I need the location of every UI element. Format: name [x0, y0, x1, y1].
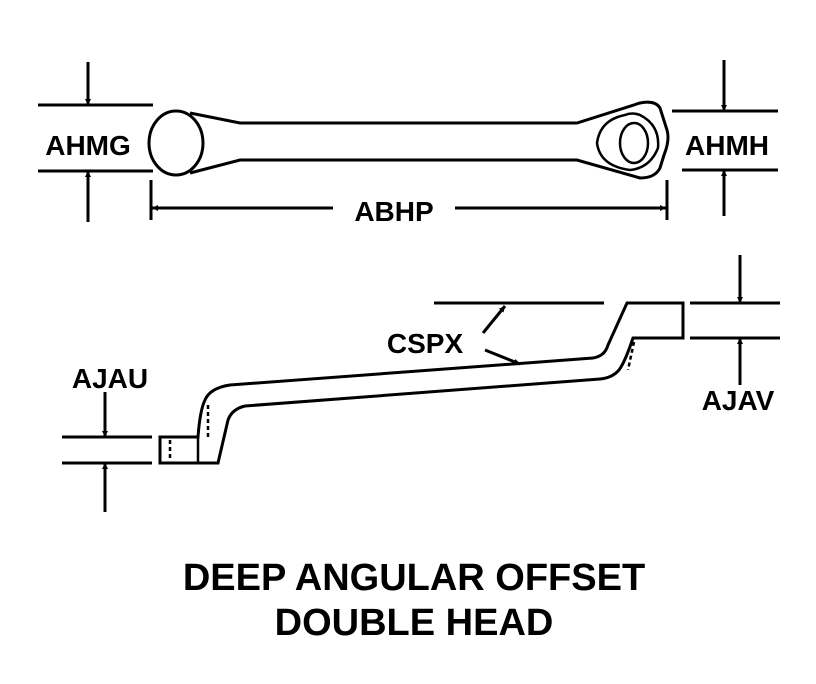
- left-box-end: [147, 109, 205, 177]
- ahmh-label: AHMH: [685, 130, 769, 161]
- wrench-top-view: [147, 100, 670, 180]
- right-box-inner: [595, 112, 660, 172]
- ajau-label: AJAU: [72, 363, 148, 394]
- ajav-dimension: AJAV: [690, 255, 780, 416]
- wrench-side-view: [158, 301, 685, 465]
- cspx-label: CSPX: [387, 328, 464, 359]
- title-line-2: DOUBLE HEAD: [275, 602, 554, 644]
- cspx-dimension: CSPX: [387, 305, 521, 366]
- ajav-label: AJAV: [702, 385, 775, 416]
- wrench-side-outline: [158, 301, 685, 465]
- abhp-dimension: ABHP: [149, 180, 669, 227]
- wrench-body-outline: [189, 100, 670, 180]
- arrow-icon: [484, 348, 521, 366]
- ahmh-dimension: AHMH: [672, 60, 778, 216]
- ahmg-dimension: AHMG: [38, 62, 153, 222]
- ahmg-label: AHMG: [45, 130, 131, 161]
- right-box-opening: [618, 121, 650, 165]
- arrow-icon: [481, 305, 507, 334]
- ajau-dimension: AJAU: [62, 363, 152, 512]
- title-line-1: DEEP ANGULAR OFFSET: [183, 557, 645, 599]
- abhp-label: ABHP: [354, 196, 433, 227]
